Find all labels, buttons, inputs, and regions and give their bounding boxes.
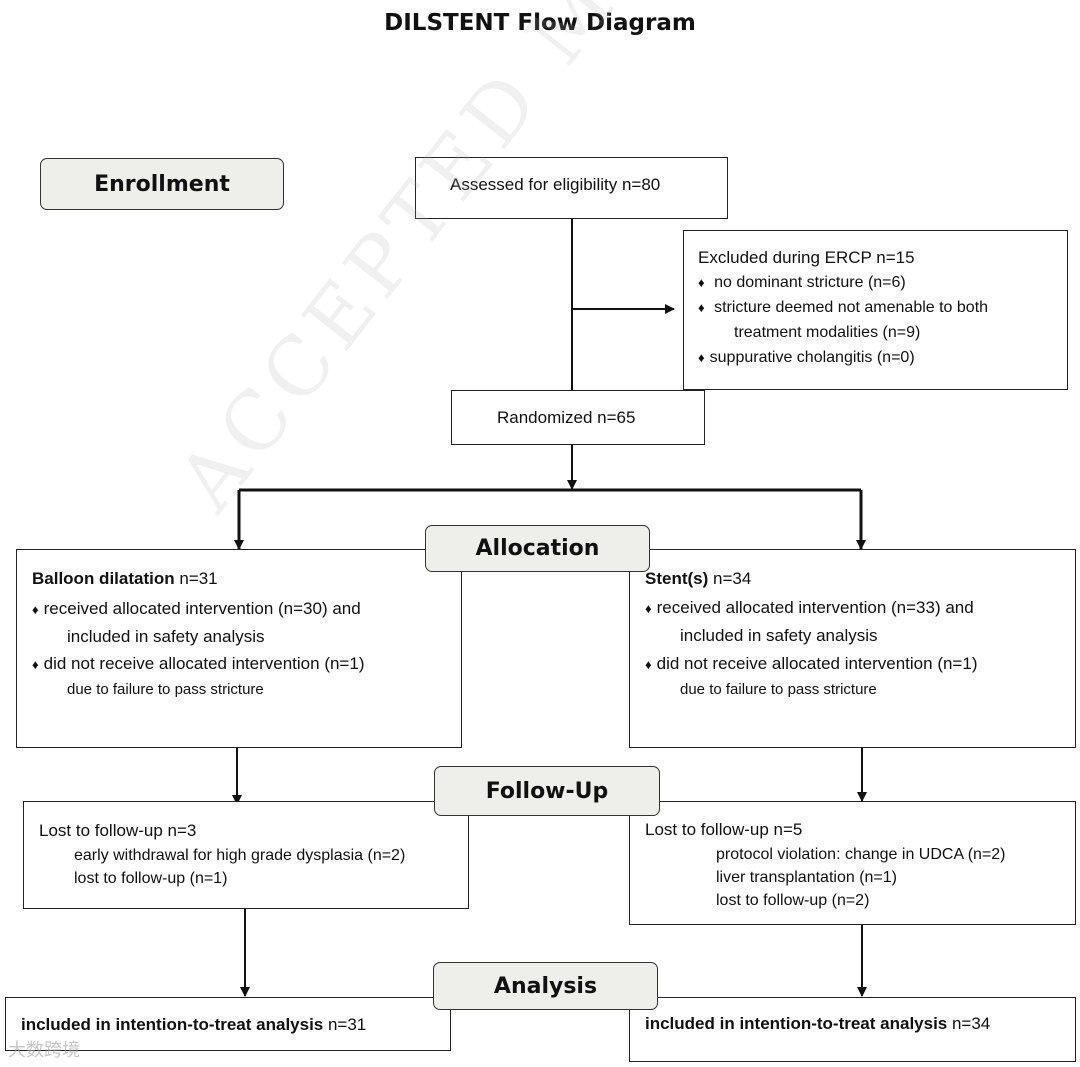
balloon-received: ♦received allocated intervention (n=30) … [32, 599, 361, 618]
randomized-box: Randomized n=65 [451, 390, 705, 445]
balloon-safety: included in safety analysis [67, 627, 265, 646]
balloon-reason: due to failure to pass stricture [67, 681, 264, 698]
stent-safety: included in safety analysis [680, 626, 878, 645]
excluded-item-not-amenable: ♦ stricture deemed not amenable to both [698, 299, 989, 316]
bullet-icon: ♦ [645, 657, 652, 672]
stage-followup: Follow-Up [434, 766, 660, 816]
stage-allocation: Allocation [425, 525, 650, 572]
bullet-icon: ♦ [698, 350, 705, 365]
randomized-text: Randomized n=65 [497, 408, 636, 427]
followup-left-item-lost: lost to follow-up (n=1) [74, 870, 228, 887]
stent-received: ♦received allocated intervention (n=33) … [645, 598, 974, 617]
bullet-icon: ♦ [32, 657, 39, 672]
assessed-text: Assessed for eligibility n=80 [450, 175, 661, 194]
bullet-icon: ♦ [698, 300, 705, 315]
diagram-title: DILSTENT Flow Diagram [384, 10, 696, 36]
excluded-box: Excluded during ERCP n=15 ♦ no dominant … [683, 230, 1068, 390]
corner-watermark: 大数跨境 [8, 1040, 80, 1061]
followup-left-title: Lost to follow-up n=3 [39, 821, 197, 840]
analysis-right-text: included in intention-to-treat analysis … [645, 1014, 991, 1033]
balloon-not-received: ♦did not receive allocated intervention … [32, 654, 365, 673]
followup-right-item-protocol: protocol violation: change in UDCA (n=2) [716, 846, 1006, 863]
assessed-box: Assessed for eligibility n=80 [415, 157, 728, 219]
balloon-heading: Balloon dilatation n=31 [32, 569, 218, 588]
bullet-icon: ♦ [32, 602, 39, 617]
stage-enrollment: Enrollment [40, 158, 284, 210]
followup-right-item-lost: lost to follow-up (n=2) [716, 892, 870, 909]
excluded-item-not-amenable-cont: treatment modalities (n=9) [734, 324, 921, 341]
bullet-icon: ♦ [698, 275, 705, 290]
stent-box: Stent(s) n=34 ♦received allocated interv… [629, 549, 1076, 748]
excluded-item-cholangitis: ♦suppurative cholangitis (n=0) [698, 349, 915, 366]
bullet-icon: ♦ [645, 601, 652, 616]
analysis-left-text: included in intention-to-treat analysis … [21, 1015, 367, 1034]
followup-left-item-withdrawal: early withdrawal for high grade dysplasi… [74, 847, 406, 864]
followup-left-box: Lost to follow-up n=3 early withdrawal f… [23, 801, 469, 909]
followup-right-title: Lost to follow-up n=5 [645, 820, 803, 839]
analysis-right-box: included in intention-to-treat analysis … [629, 997, 1076, 1062]
excluded-item-no-dominant: ♦ no dominant stricture (n=6) [698, 274, 906, 291]
excluded-title: Excluded during ERCP n=15 [698, 248, 915, 267]
followup-right-box: Lost to follow-up n=5 protocol violation… [629, 801, 1076, 925]
stent-not-received: ♦did not receive allocated intervention … [645, 654, 978, 673]
analysis-left-box: included in intention-to-treat analysis … [5, 997, 451, 1051]
followup-right-item-transplant: liver transplantation (n=1) [716, 869, 897, 886]
stage-analysis: Analysis [433, 962, 658, 1010]
stent-reason: due to failure to pass stricture [680, 681, 877, 698]
stent-heading: Stent(s) n=34 [645, 569, 752, 588]
balloon-box: Balloon dilatation n=31 ♦received alloca… [16, 549, 462, 748]
